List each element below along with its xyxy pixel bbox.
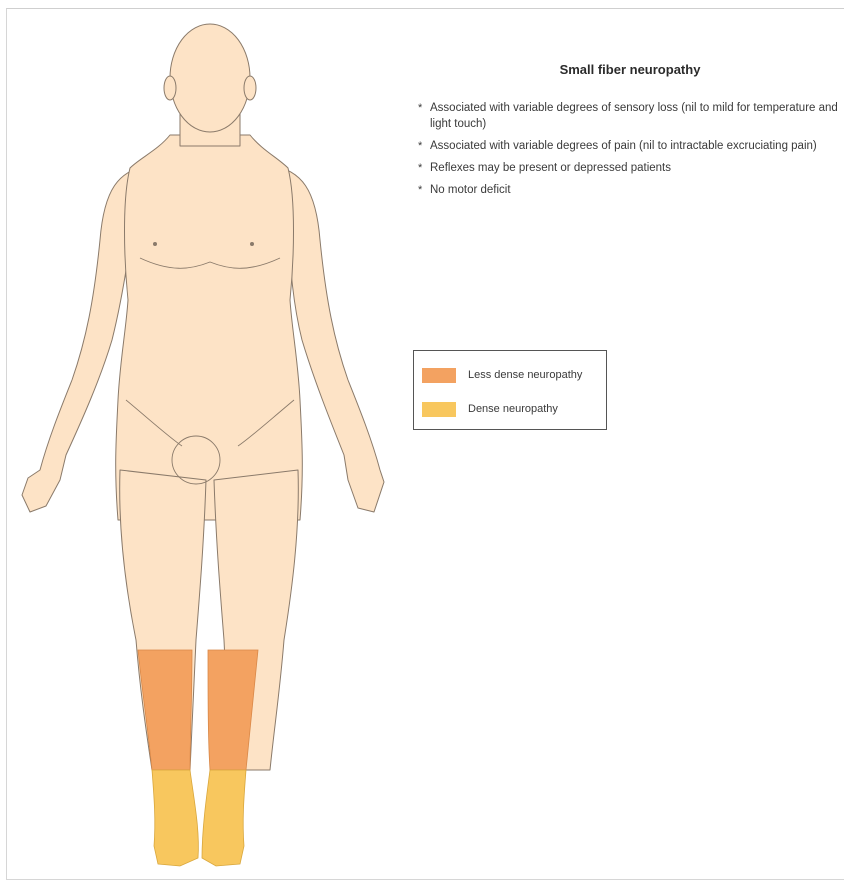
feature-text: Associated with variable degrees of sens… [430,102,838,130]
legend-item-dense: Dense neuropathy [422,401,558,417]
left-ear [164,76,176,100]
left-nipple [153,242,157,246]
feature-text: Reflexes may be present or depressed pat… [430,162,671,174]
bullet-marker: * [418,100,422,116]
feature-text: No motor deficit [430,184,511,196]
feature-item: * Associated with variable degrees of pai… [416,138,844,154]
right-foot-dense [202,770,246,866]
legend-label-less-dense: Less dense neuropathy [468,369,582,381]
feature-item: * No motor deficit [416,182,844,198]
legend-item-less-dense: Less dense neuropathy [422,367,582,383]
torso [116,135,303,520]
bullet-marker: * [418,138,422,154]
feature-list: * Associated with variable degrees of sen… [416,100,844,204]
feature-text: Associated with variable degrees of pain… [430,140,817,152]
legend: Less dense neuropathy Dense neuropathy [413,350,607,430]
right-nipple [250,242,254,246]
bullet-marker: * [418,160,422,176]
bullet-marker: * [418,182,422,198]
figure-title: Small fiber neuropathy [480,62,780,77]
legend-label-dense: Dense neuropathy [468,403,558,415]
feature-item: * Reflexes may be present or depressed pa… [416,160,844,176]
feature-item: * Associated with variable degrees of sen… [416,100,844,132]
dense-swatch [422,402,456,417]
right-ear [244,76,256,100]
less-dense-swatch [422,368,456,383]
left-shin-less-dense [138,650,192,770]
head [170,24,250,132]
left-foot-dense [152,770,198,866]
